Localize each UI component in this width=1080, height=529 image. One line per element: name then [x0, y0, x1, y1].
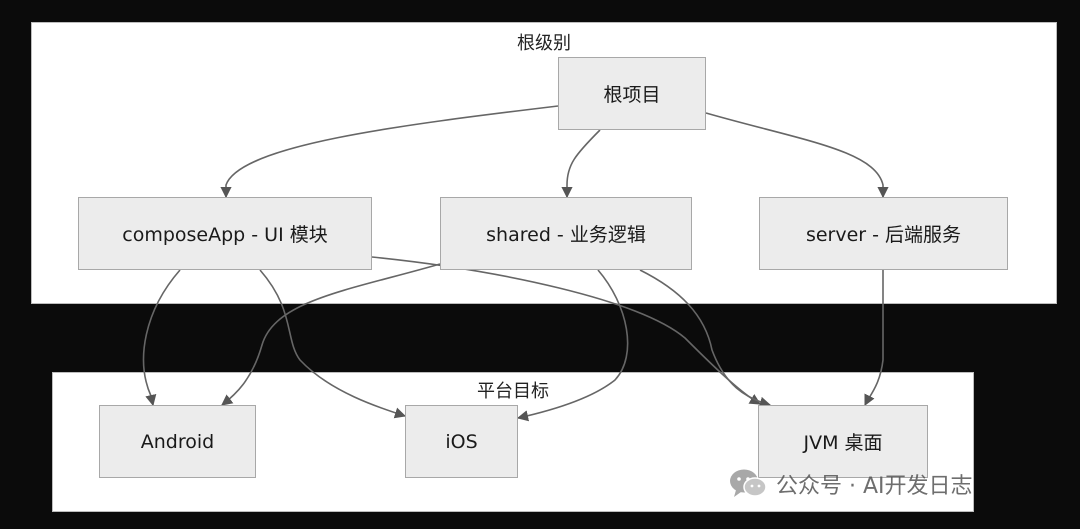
node-shared: shared - 业务逻辑 — [440, 197, 692, 270]
platform-targets-cluster-title: 平台目标 — [477, 381, 549, 402]
node-android: Android — [99, 405, 256, 478]
node-compose-app: composeApp - UI 模块 — [78, 197, 372, 270]
node-root-project: 根项目 — [558, 57, 706, 130]
node-server: server - 后端服务 — [759, 197, 1008, 270]
watermark: 公众号 · AI开发日志 — [728, 467, 973, 501]
node-ios: iOS — [405, 405, 518, 478]
root-level-cluster-title: 根级别 — [517, 33, 571, 54]
watermark-text: 公众号 · AI开发日志 — [776, 474, 973, 499]
node-jvm-desktop: JVM 桌面 — [758, 405, 928, 478]
wechat-icon — [730, 469, 767, 497]
